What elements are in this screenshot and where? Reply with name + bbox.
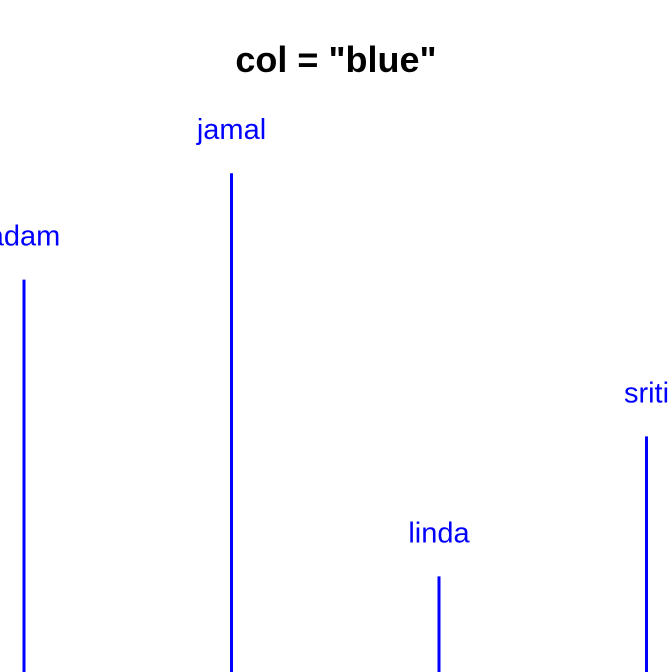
leaf-label-jamal: jamal — [196, 114, 266, 146]
leaf-label-linda: linda — [408, 517, 470, 549]
branch-group — [22, 173, 648, 672]
leaf-label-adam: adam — [0, 221, 60, 253]
chart-title: col = "blue" — [235, 39, 437, 80]
leaf-label-sriti: sriti — [624, 377, 669, 409]
leaf-label-group: adam jamal linda sriti — [0, 114, 669, 549]
